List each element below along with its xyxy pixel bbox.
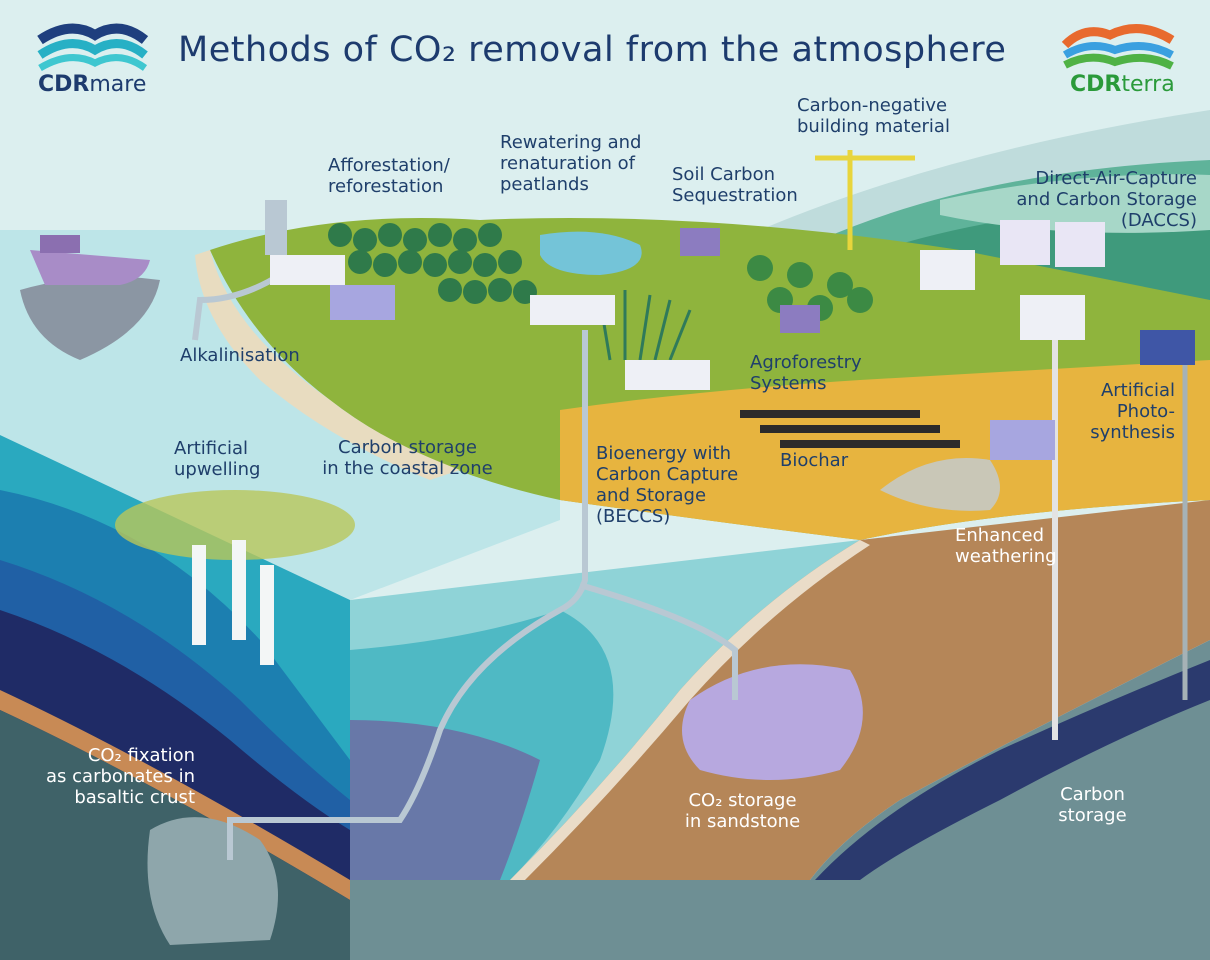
label-soil-carbon: Soil Carbon Sequestration: [672, 164, 798, 206]
silo: [265, 200, 287, 255]
label-afforestation: Afforestation/ reforestation: [328, 155, 450, 197]
crane: [815, 150, 915, 250]
page-title: Methods of CO₂ removal from the atmosphe…: [178, 30, 1007, 70]
tractor-lower: [780, 305, 820, 333]
cdrterra-logo-mark: [1061, 24, 1175, 70]
truck-lower: [990, 420, 1055, 460]
label-agroforestry: Agroforestry Systems: [750, 352, 862, 394]
biochar-rows: [740, 410, 960, 448]
beach: [195, 250, 460, 480]
forest: [328, 223, 537, 304]
label-daccs: Direct-Air-Capture and Carbon Storage (D…: [1016, 168, 1197, 231]
farmland: [560, 360, 1210, 540]
dac-fan-panel: [1055, 222, 1105, 267]
cdrterra-logo: CDRterra: [1070, 72, 1175, 97]
cdrmare-logo: CDRmare: [38, 72, 146, 97]
lake: [540, 231, 642, 275]
front-water-deep: [350, 720, 540, 880]
upwelling-pipe: [232, 540, 246, 640]
cdrterra-logo-bold: CDR: [1070, 72, 1122, 97]
label-basalt-carbonates: as carbonates in basaltic crust: [46, 766, 195, 808]
label-beccs: Bioenergy with Carbon Capture and Storag…: [596, 443, 739, 527]
label-coastal-storage: Carbon storage in the coastal zone: [322, 437, 493, 479]
upwelling-bloom: [115, 490, 355, 560]
label-carbon-storage: Carbon storage: [1058, 784, 1127, 826]
upwelling-pipe: [192, 545, 206, 645]
label-biochar: Biochar: [780, 450, 849, 471]
ship-cabin: [40, 235, 80, 253]
carbon-storage-layer: [815, 660, 1210, 880]
beccs-plant: [530, 295, 615, 325]
soil-layer: [510, 500, 1210, 880]
beccs-plant-lower: [625, 360, 710, 390]
cdrmare-logo-mark: [37, 23, 149, 72]
ship: [30, 250, 150, 285]
label-building-material: Carbon-negative building material: [797, 95, 950, 137]
weathering-pile: [880, 458, 1000, 511]
truck: [330, 285, 395, 320]
sandstone-storage: [682, 664, 863, 780]
label-artificial-photosynthesis: Artificial Photo- synthesis: [1090, 380, 1175, 443]
alkalinity-pile: [20, 276, 160, 360]
label-sandstone: CO₂ storage in sandstone: [684, 790, 801, 832]
cdrmare-logo-bold: CDR: [38, 72, 90, 97]
solar-panel: [1140, 330, 1195, 365]
label-basalt-co2: CO₂ fixation: [87, 745, 195, 766]
label-peatlands: Rewatering and renaturation of peatlands: [500, 132, 642, 195]
tractor: [680, 228, 720, 256]
sandstone-pipe: [579, 582, 738, 700]
dac-unit: [1020, 295, 1085, 340]
dac-fan-panel: [1000, 220, 1050, 265]
hill-pale: [940, 174, 1210, 233]
upwelling-pipe: [260, 565, 274, 665]
alk-plant: [270, 255, 345, 285]
factory: [920, 250, 975, 290]
cdrterra-logo-rest: terra: [1121, 72, 1175, 97]
bedrock: [350, 640, 1210, 960]
label-enhanced-weathering: Enhanced weathering: [955, 525, 1057, 567]
cdrmare-logo-rest: mare: [89, 72, 147, 97]
soil-edge: [510, 540, 870, 880]
basalt-rock-pile: [147, 817, 278, 945]
beccs-pipe: [227, 330, 588, 860]
label-artificial-upwelling: Artificial upwelling: [174, 438, 261, 480]
label-alkalinisation: Alkalinisation: [180, 345, 300, 366]
